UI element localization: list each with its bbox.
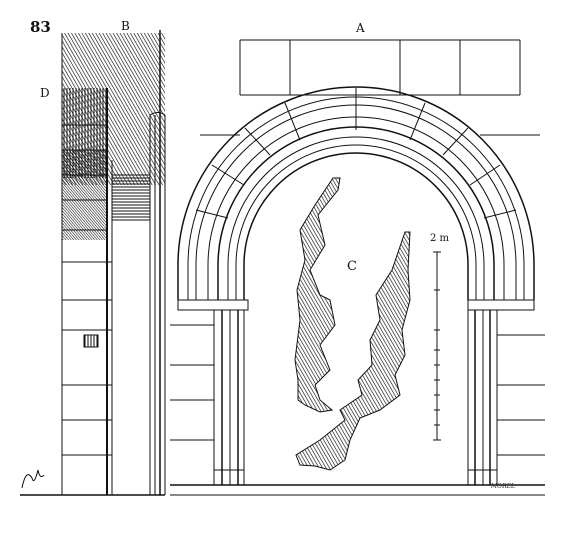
engraver-signature: MOREL	[491, 483, 515, 490]
label-b: B	[121, 19, 130, 33]
moulding-profile-left	[294, 177, 341, 413]
moulding-profile-right	[295, 231, 411, 471]
left-section-view	[20, 30, 166, 496]
scale-bar	[433, 251, 441, 441]
scale-label: 2 m	[430, 233, 450, 244]
label-c: C	[347, 259, 357, 274]
arch-elevation	[170, 39, 545, 496]
label-d: D	[40, 86, 50, 100]
figure-number: 83	[30, 18, 51, 36]
label-a: A	[356, 21, 365, 35]
